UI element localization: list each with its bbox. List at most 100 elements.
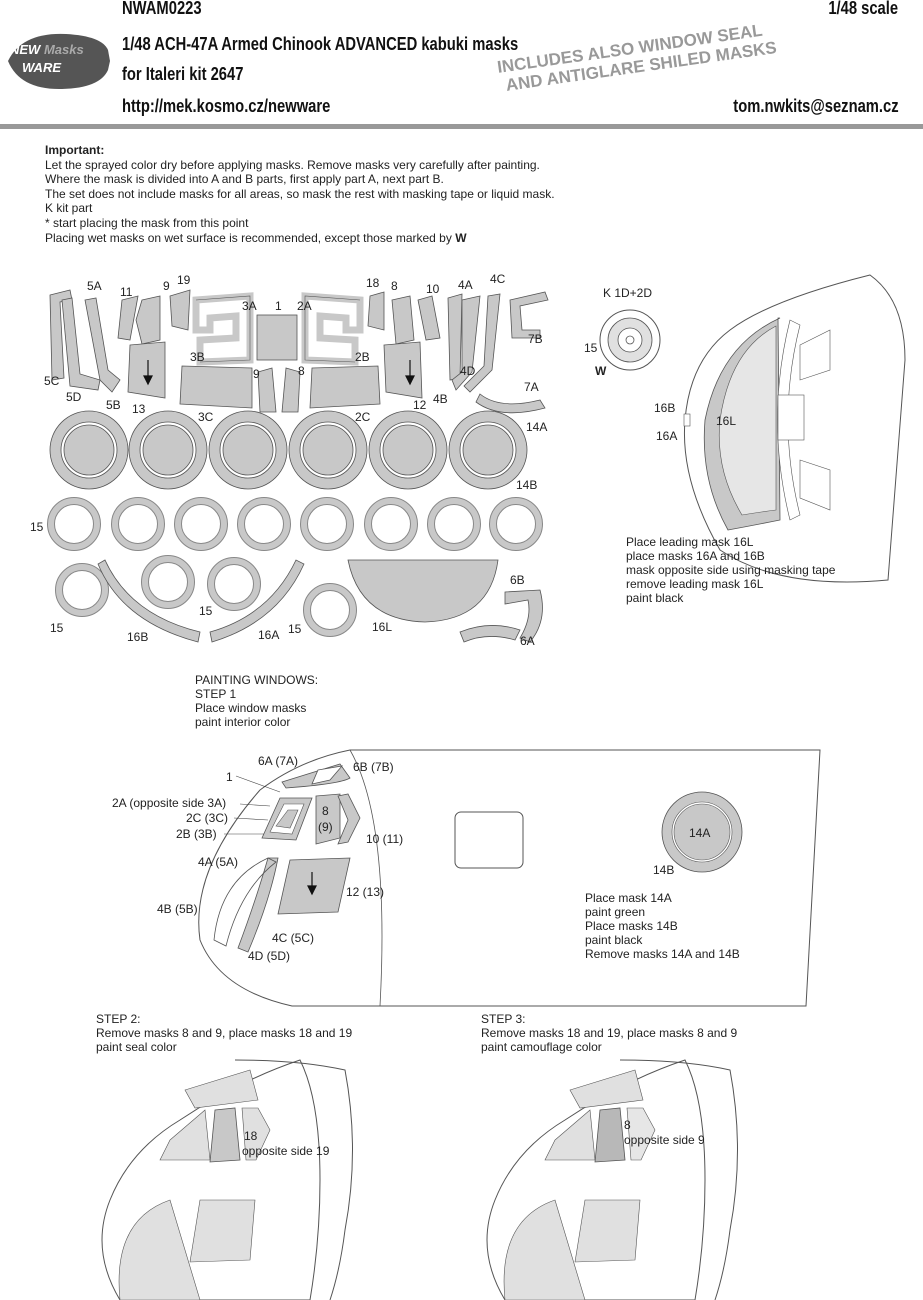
s1-label-4c: 4C (5C) (272, 931, 315, 945)
label-14b: 14B (516, 478, 538, 492)
windshield-drawing (683, 274, 906, 583)
product-subtitle: for Italeri kit 2647 (122, 64, 244, 84)
label-6a: 6A (520, 634, 535, 648)
step1-fuselage (198, 749, 821, 1007)
s2-label-opposite: opposite side 19 (242, 1144, 330, 1158)
step3-line-2: Remove masks 18 and 19, place masks 8 an… (481, 1026, 738, 1040)
mask-12 (383, 341, 423, 399)
label-13: 13 (132, 402, 146, 416)
label-ws-16b: 16B (654, 401, 676, 415)
step3-heading: STEP 3: Remove masks 18 and 19, place ma… (481, 1012, 737, 1054)
s1-label-6a: 6A (7A) (258, 754, 299, 768)
mask-8-top (391, 295, 415, 345)
label-2a: 2A (297, 299, 312, 313)
mask-16a (209, 559, 305, 643)
label-12: 12 (413, 398, 427, 412)
label-wheel-15: 15 (584, 341, 598, 355)
important-line-5: * start placing the mask from this point (45, 215, 249, 230)
step1-heading: PAINTING WINDOWS: STEP 1 Place window ma… (195, 673, 318, 729)
contact-email: tom.nwkits@seznam.cz (733, 96, 899, 116)
ws-note-4: remove leading mask 16L (626, 577, 764, 591)
step1-line-4: paint interior color (195, 715, 291, 729)
label-10: 10 (426, 282, 440, 296)
label-ws-16a: 16A (656, 429, 678, 443)
scale-label: 1/48 scale (828, 0, 898, 18)
label-2b: 2B (355, 350, 370, 364)
label-1: 1 (275, 299, 282, 313)
label-3a: 3A (242, 299, 257, 313)
mask-16b (97, 559, 201, 643)
step1-line-2: STEP 1 (195, 687, 237, 701)
step1-line-1: PAINTING WINDOWS: (195, 673, 319, 687)
label-15c: 15 (199, 604, 213, 618)
s1-note-3: Place masks 14B (585, 919, 678, 933)
label-19: 19 (177, 273, 191, 287)
step2-line-1: STEP 2: (96, 1012, 141, 1026)
website-url: http://mek.kosmo.cz/newware (122, 96, 331, 116)
product-title: 1/48 ACH-47A Armed Chinook ADVANCED kabu… (122, 34, 519, 54)
mask-6b (504, 589, 543, 643)
label-9b: 9 (253, 367, 260, 381)
s1-label-9: (9) (318, 820, 333, 834)
ws-note-2: place masks 16A and 16B (626, 549, 765, 563)
s1-label-2a: 2A (opposite side 3A) (112, 796, 227, 810)
windshield-notes: Place leading mask 16L place masks 16A a… (626, 535, 835, 605)
step2-line-2: Remove masks 8 and 9, place masks 18 and… (96, 1026, 353, 1040)
mask-9-top (135, 295, 161, 345)
step1-line-3: Place window masks (195, 701, 307, 715)
important-line-3: The set does not include masks for all a… (45, 186, 555, 201)
label-6b: 6B (510, 573, 525, 587)
label-11: 11 (120, 285, 133, 299)
wheel-drawing (599, 309, 661, 371)
ws-note-1: Place leading mask 16L (626, 535, 754, 549)
label-wheel-w: W (595, 364, 607, 378)
label-18: 18 (366, 276, 380, 290)
label-5d: 5D (66, 390, 82, 404)
label-4c: 4C (490, 272, 506, 286)
mask-2c (309, 365, 381, 409)
mask-5a (49, 289, 73, 381)
label-5c: 5C (44, 374, 60, 388)
step3-drawing (486, 1059, 738, 1300)
mask-18 (367, 291, 385, 331)
s1-label-4b: 4B (5B) (157, 902, 198, 916)
s1-label-6b: 6B (7B) (353, 760, 394, 774)
ring-row-14 (49, 410, 528, 490)
mask-1 (256, 314, 298, 361)
label-16l: 16L (372, 620, 393, 634)
label-15b: 15 (50, 621, 64, 635)
s1-note-5: Remove masks 14A and 14B (585, 947, 740, 961)
s1-label-2b: 2B (3B) (176, 827, 217, 841)
important-block: Important: Let the sprayed color dry bef… (45, 143, 555, 245)
s1-label-10: 10 (11) (366, 832, 404, 846)
mask-19 (169, 289, 191, 331)
mask-8-mid (281, 367, 301, 413)
header-rule (0, 124, 923, 129)
s1-label-1: 1 (226, 770, 233, 784)
label-k-wheel: K 1D+2D (603, 286, 653, 300)
s3-label-8: 8 (624, 1118, 631, 1132)
step3-line-3: paint camouflage color (481, 1040, 602, 1054)
mask-11 (117, 295, 139, 341)
mask-16l (347, 559, 499, 623)
label-2c: 2C (355, 410, 371, 424)
label-15a: 15 (30, 520, 44, 534)
step1-notes: Place mask 14A paint green Place masks 1… (585, 891, 740, 961)
label-14a: 14A (526, 420, 548, 434)
label-9a: 9 (163, 279, 170, 293)
label-ws-16l: 16L (716, 414, 737, 428)
label-8a: 8 (391, 279, 398, 293)
s1-note-4: paint black (585, 933, 643, 947)
label-4a: 4A (458, 278, 473, 292)
s3-label-opposite: opposite side 9 (624, 1133, 705, 1147)
mask-7b (509, 291, 549, 339)
mask-4d (451, 295, 481, 391)
important-line-4: K kit part (45, 201, 93, 216)
s2-label-18: 18 (244, 1129, 258, 1143)
mask-9-mid (257, 367, 277, 413)
logo: NEW Masks WARE (2, 30, 110, 92)
logo-ware: WARE (22, 60, 61, 75)
s1-label-4d: 4D (5D) (248, 949, 291, 963)
w-mark: W (455, 230, 467, 245)
mask-2a (301, 292, 364, 366)
